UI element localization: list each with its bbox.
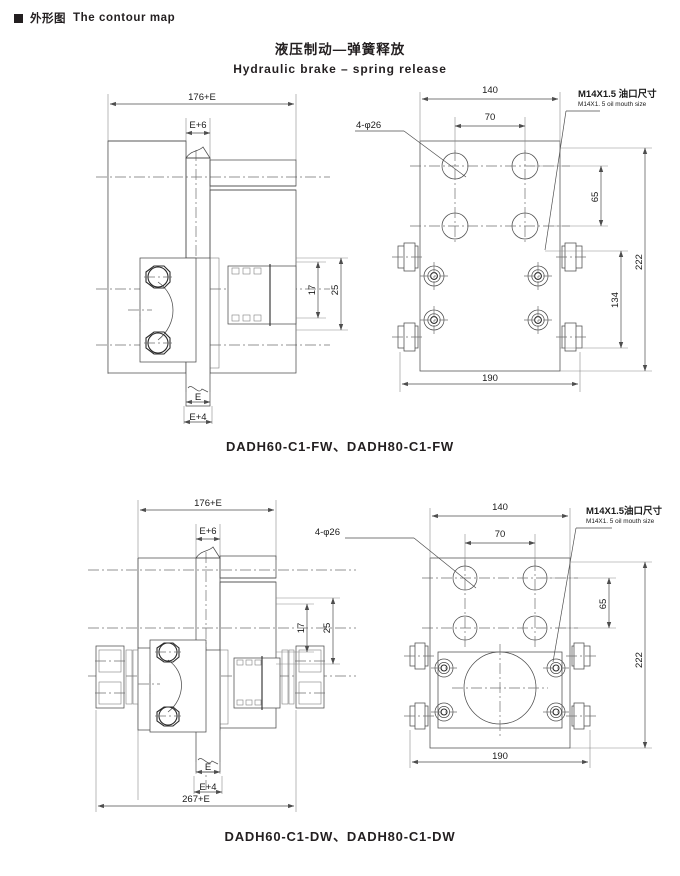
- figure-dw-front-view: 140 70 65 222 190 4-φ26 M14X1.5油口尺寸 M14X…: [315, 502, 663, 768]
- dim-label-65-dw: 65: [598, 599, 609, 610]
- dim-label-140-dw: 140: [492, 502, 508, 513]
- mounting-lugs-dw: [404, 642, 596, 730]
- hex-bolt-lower-dw: [155, 706, 181, 727]
- square-bullet-icon: [14, 13, 23, 23]
- dimension-222: [560, 147, 652, 372]
- figure-fw-side-view: 176+E E+6 17 25 E E+4: [96, 92, 348, 425]
- dim-label-25: 25: [330, 285, 341, 296]
- hole-callout-label: 4-φ26: [356, 120, 381, 131]
- figure-fw-front-view: 140 70 65 134 222 190 4-φ26 M14X1.5 油口尺寸…: [355, 85, 657, 392]
- dimension-65-dw: [540, 577, 616, 629]
- dim-label-176E: 176+E: [188, 92, 216, 103]
- figure-caption-fw: DADH60-C1-FW、DADH80-C1-FW: [226, 439, 454, 454]
- port-callout-label-cn: M14X1.5 油口尺寸: [578, 88, 657, 100]
- left-spring-stack-lower: [95, 681, 126, 705]
- spring-pack-lower: [231, 314, 262, 322]
- dim-label-E: E: [195, 392, 201, 403]
- bore-holes-dw: [422, 560, 578, 648]
- dim-label-17: 17: [307, 285, 318, 296]
- mounting-bracket-left: [128, 257, 197, 363]
- dim-label-70-dw: 70: [495, 529, 506, 540]
- port-callout-label-en-dw: M14X1. 5 oil mouth size: [586, 518, 655, 525]
- right-spring-stack-lower: [295, 681, 326, 705]
- page-title: 液压制动—弹簧释放 Hydraulic brake – spring relea…: [0, 38, 680, 76]
- spring-pack-upper: [231, 267, 262, 275]
- hole-callout-leader: [355, 130, 467, 178]
- dim-label-70: 70: [485, 112, 496, 123]
- socket-screws-dw: [431, 658, 569, 722]
- hole-callout-label-dw: 4-φ26: [315, 527, 340, 538]
- dim-label-65: 65: [590, 192, 601, 203]
- dimension-25: [296, 257, 348, 331]
- socket-screws: [420, 262, 552, 334]
- dimension-E-dw: [195, 762, 221, 775]
- dim-label-25-dw: 25: [322, 623, 333, 634]
- dim-label-E-dw: E: [205, 762, 211, 773]
- right-brake-assembly-dw: [281, 645, 326, 709]
- dim-label-222-dw: 222: [634, 652, 645, 668]
- dim-label-267E: 267+E: [182, 794, 210, 805]
- port-callout-leader-dw: [552, 527, 612, 663]
- dim-label-E4-dw: E+4: [199, 782, 216, 793]
- right-spring-stack-upper: [295, 649, 326, 673]
- section-title-cn: 外形图: [30, 13, 66, 25]
- dim-label-E6: E+6: [189, 120, 206, 131]
- page-title-en: Hydraulic brake – spring release: [233, 62, 447, 76]
- port-callout-label-cn-dw: M14X1.5油口尺寸: [586, 505, 663, 517]
- dim-label-176E-dw: 176+E: [194, 498, 222, 509]
- dim-label-E6-dw: E+6: [199, 526, 216, 537]
- figure-dw-side-view: 176+E E+6 17 25 E E+4 267+E: [88, 498, 356, 812]
- dimension-E-plus-4-dw: [193, 776, 223, 795]
- section-header: 外形图 The contour map: [14, 10, 175, 26]
- dimension-17: [296, 261, 326, 319]
- dim-label-E4: E+4: [189, 412, 206, 423]
- hex-bolt-upper: [144, 265, 172, 289]
- dimension-190-dw: [409, 730, 591, 768]
- dimension-E: [185, 392, 211, 405]
- hole-callout-leader-dw: [345, 537, 477, 589]
- dim-label-190: 190: [482, 373, 498, 384]
- dimension-E-plus-6-dw: [195, 524, 221, 558]
- dimension-E-plus-4: [183, 406, 213, 425]
- section-title-en: The contour map: [73, 12, 176, 24]
- port-callout-label-en: M14X1. 5 oil mouth size: [578, 101, 647, 108]
- dim-label-140: 140: [482, 85, 498, 96]
- left-brake-assembly-dw: [95, 645, 139, 709]
- dimension-65: [530, 165, 608, 227]
- mounting-lugs: [392, 242, 588, 352]
- dimension-267-E: [95, 710, 297, 812]
- page-title-cn: 液压制动—弹簧释放: [274, 42, 406, 57]
- dimension-222-dw: [570, 561, 652, 749]
- dimension-134: [545, 250, 628, 349]
- dimension-25-dw: [276, 597, 340, 665]
- dim-label-134: 134: [610, 292, 621, 308]
- dimension-140: [419, 92, 561, 143]
- dim-label-17-dw: 17: [296, 623, 307, 634]
- bore-holes: [410, 150, 570, 245]
- port-callout-leader: [544, 110, 600, 251]
- dimension-190: [399, 352, 581, 392]
- hex-bolt-upper-dw: [155, 642, 181, 663]
- left-spring-stack-upper: [95, 649, 126, 673]
- mounting-bracket-center-dw: [138, 639, 207, 733]
- figure-caption-dw: DADH60-C1-DW、DADH80-C1-DW: [224, 829, 456, 844]
- dim-label-190-dw: 190: [492, 751, 508, 762]
- central-boss-dw: [437, 644, 563, 736]
- spring-pack-dw: [236, 659, 262, 706]
- hex-bolt-lower: [144, 331, 172, 355]
- dim-label-222: 222: [634, 254, 645, 270]
- dimension-17-dw: [276, 603, 314, 653]
